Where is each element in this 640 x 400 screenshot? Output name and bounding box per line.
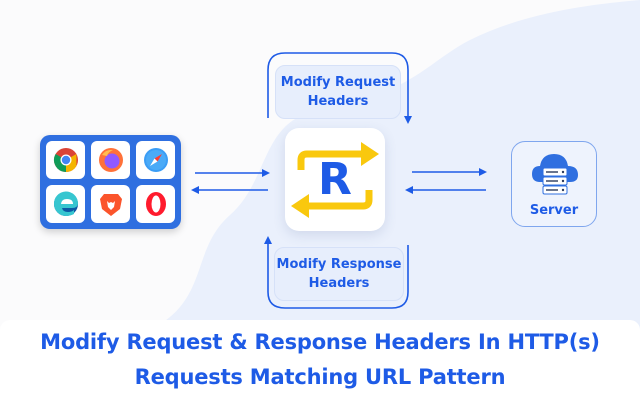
safari-icon [143, 148, 168, 172]
modify-response-headers-label: Modify Response Headers [274, 247, 404, 301]
logo-letter: R [318, 154, 352, 205]
footer-title-line2: Requests Matching URL Pattern [134, 365, 506, 389]
response-loop-arrow [264, 236, 409, 309]
footer-banner: Modify Request & Response Headers In HTT… [0, 320, 640, 400]
requestly-logo-box: R [285, 128, 385, 231]
browser-tile-safari [136, 141, 175, 179]
modify-request-headers-label: Modify Request Headers [275, 65, 401, 119]
request-label-line1: Modify Request [280, 75, 396, 90]
browser-tile-brave [91, 185, 130, 223]
server-box: Server [511, 141, 597, 227]
browser-tile-firefox [91, 141, 130, 179]
browser-tile-edge [46, 185, 85, 223]
browser-tile-opera [136, 185, 175, 223]
browser-tile-chrome [46, 141, 85, 179]
request-loop-arrow [267, 52, 412, 124]
cloud-server-icon [532, 154, 578, 195]
chrome-icon [53, 148, 78, 172]
opera-icon [145, 192, 166, 216]
browsers-panel [40, 135, 181, 229]
footer-title-line1: Modify Request & Response Headers In HTT… [40, 330, 600, 354]
server-label: Server [529, 203, 579, 218]
swap-arrows-icon [291, 142, 379, 218]
brave-icon [99, 194, 122, 216]
response-label-line2: Headers [308, 276, 370, 291]
request-label-line2: Headers [307, 94, 369, 109]
edge-icon [53, 191, 78, 216]
firefox-icon [98, 148, 123, 172]
response-label-line1: Modify Response [276, 257, 402, 272]
